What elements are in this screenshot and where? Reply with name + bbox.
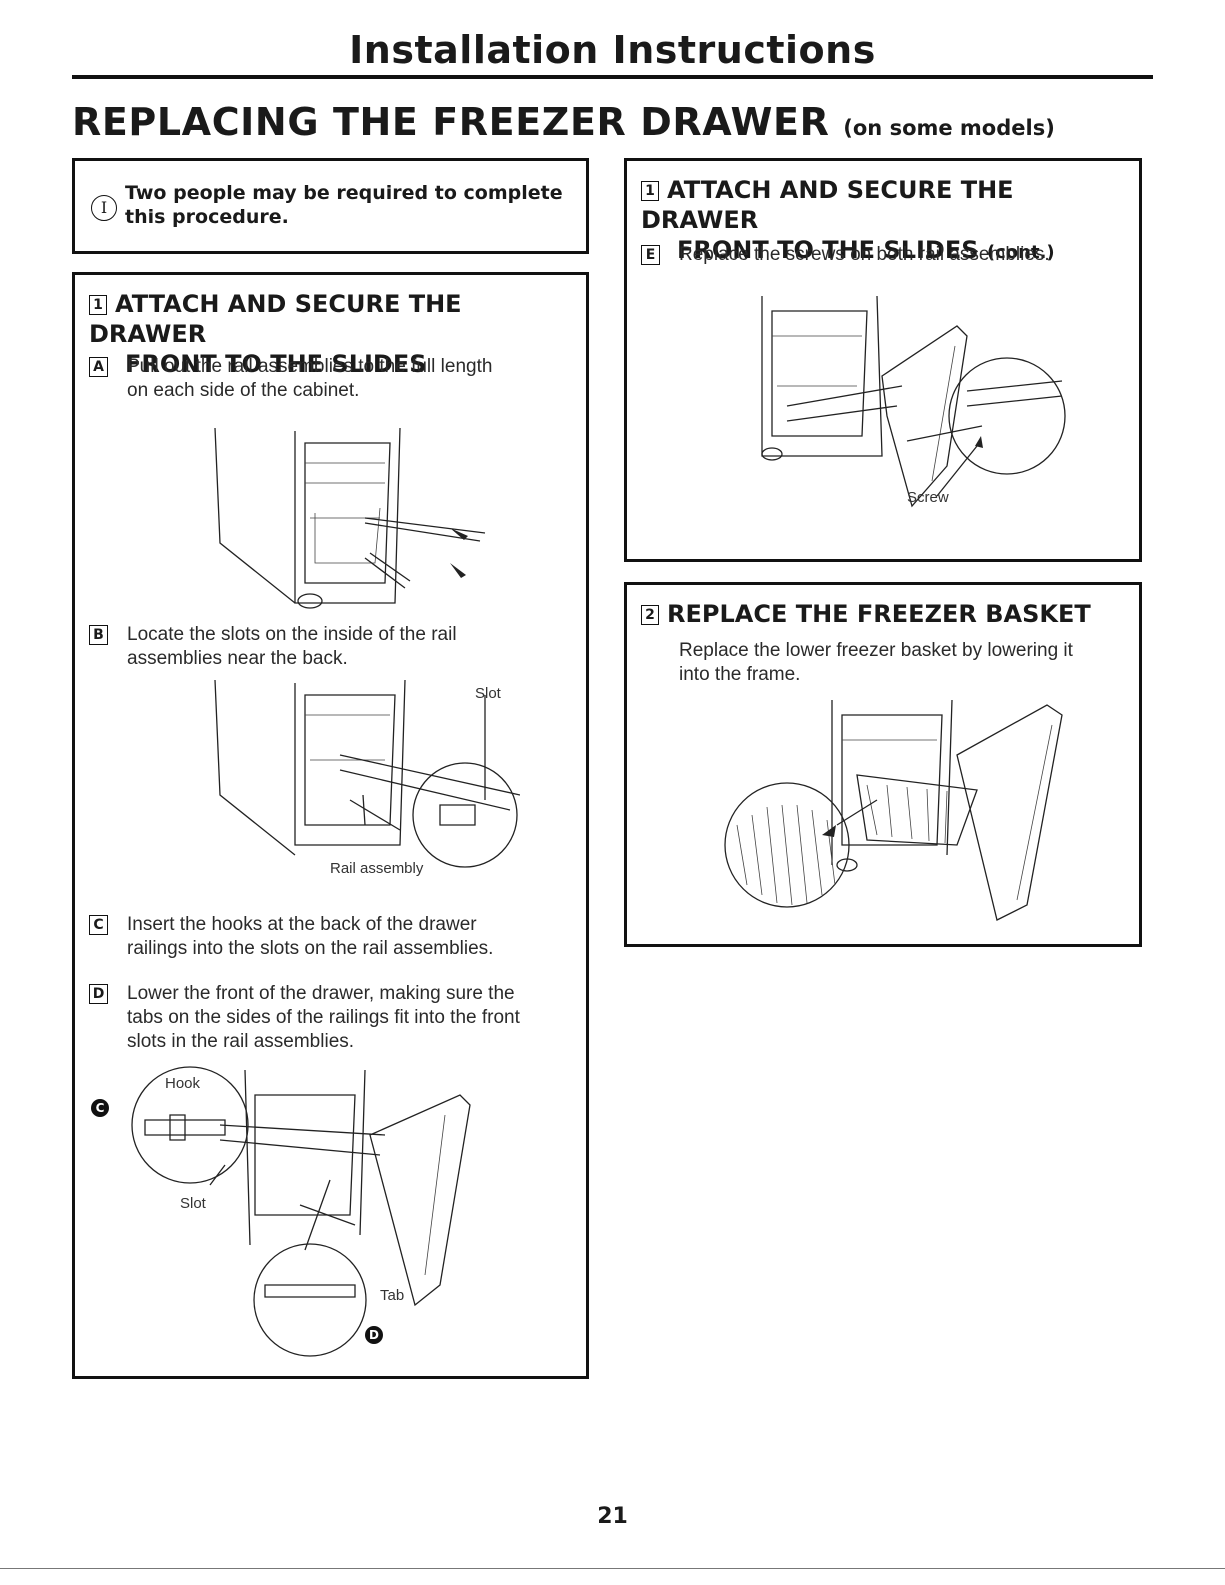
substep-a-letter: A: [89, 357, 108, 377]
substep-b-line2: assemblies near the back.: [127, 648, 348, 669]
substep-e-text: Replace the screws on both rail assembli…: [679, 244, 1050, 265]
illustration-e: [761, 295, 1066, 508]
info-icon-letter: I: [100, 198, 108, 217]
substep-b-text: Locate the slots on the inside of the ra…: [127, 623, 457, 671]
substep-b-line1: Locate the slots on the inside of the ra…: [127, 624, 457, 645]
label-screw: Screw: [907, 489, 949, 506]
step1-cont-suffix: (cont.): [986, 242, 1055, 263]
illustration-a: [214, 427, 486, 609]
step2-box: 2 REPLACE THE FREEZER BASKET Replace the …: [624, 582, 1142, 947]
step1-cont-number: 1: [641, 181, 659, 201]
label-hook: Hook: [165, 1075, 201, 1092]
page-number: 21: [597, 1504, 628, 1529]
step2-line1: Replace the lower freezer basket by lowe…: [679, 640, 1073, 661]
substep-c-text: Insert the hooks at the back of the draw…: [127, 913, 493, 961]
substep-d-line2: tabs on the sides of the railings fit in…: [127, 1007, 520, 1028]
substep-e-letter: E: [641, 245, 660, 265]
callout-c: C: [91, 1099, 109, 1117]
callout-d: D: [365, 1326, 383, 1344]
substep-c-letter: C: [89, 915, 108, 935]
substep-c-line2: railings into the slots on the rail asse…: [127, 938, 494, 959]
note-box: I Two people may be required to complete…: [72, 158, 589, 254]
substep-b-letter: B: [89, 625, 108, 645]
step2-line2: into the frame.: [679, 664, 801, 685]
note-line-1: Two people may be required to complete: [125, 182, 563, 204]
step1-title-line1: ATTACH AND SECURE THE DRAWER: [89, 290, 462, 348]
step2-title: REPLACE THE FREEZER BASKET: [667, 600, 1091, 628]
substep-d-letter: D: [89, 984, 108, 1004]
step1-title-line2: FRONT TO THE SLIDES: [125, 350, 427, 378]
step2-text: Replace the lower freezer basket by lowe…: [679, 639, 1073, 687]
step1-cont-title-line1: ATTACH AND SECURE THE DRAWER: [641, 176, 1014, 234]
substep-d-line3: slots in the rail assemblies.: [127, 1031, 355, 1052]
step1-cont-title-line2: FRONT TO THE SLIDES: [677, 236, 979, 264]
label-rail-assembly: Rail assembly: [330, 860, 424, 877]
substep-a-text: Pull out the rail assemblies to the full…: [127, 355, 492, 403]
step1-number: 1: [89, 295, 107, 315]
note-line-2: this procedure.: [125, 206, 289, 228]
section-subtitle: (on some models): [843, 116, 1055, 140]
substep-c-line1: Insert the hooks at the back of the draw…: [127, 914, 477, 935]
info-icon: I: [91, 195, 117, 221]
substep-a-line1: Pull out the rail assemblies to the full…: [127, 356, 493, 377]
illustration-basket: [724, 699, 1063, 921]
section-title-text: REPLACING THE FREEZER DRAWER: [72, 100, 830, 144]
label-slot-2: Slot: [180, 1195, 206, 1212]
step2-heading: 2 REPLACE THE FREEZER BASKET: [641, 599, 1091, 629]
substep-d-text: Lower the front of the drawer, making su…: [127, 982, 520, 1054]
illustration-b: [214, 679, 520, 868]
label-tab: Tab: [380, 1287, 405, 1304]
substep-d-line1: Lower the front of the drawer, making su…: [127, 983, 515, 1004]
step2-number: 2: [641, 605, 659, 625]
illustration-d: [131, 1066, 471, 1357]
header-rule: [72, 75, 1153, 79]
footer-rule: [0, 1568, 1225, 1569]
substep-a-line2: on each side of the cabinet.: [127, 380, 360, 401]
step1-cont-title-line2-wrap: FRONT TO THE SLIDES (cont.): [641, 235, 1139, 268]
label-slot: Slot: [475, 685, 501, 702]
page-header-title: Installation Instructions: [349, 28, 876, 72]
section-title: REPLACING THE FREEZER DRAWER (on some mo…: [72, 100, 1055, 144]
